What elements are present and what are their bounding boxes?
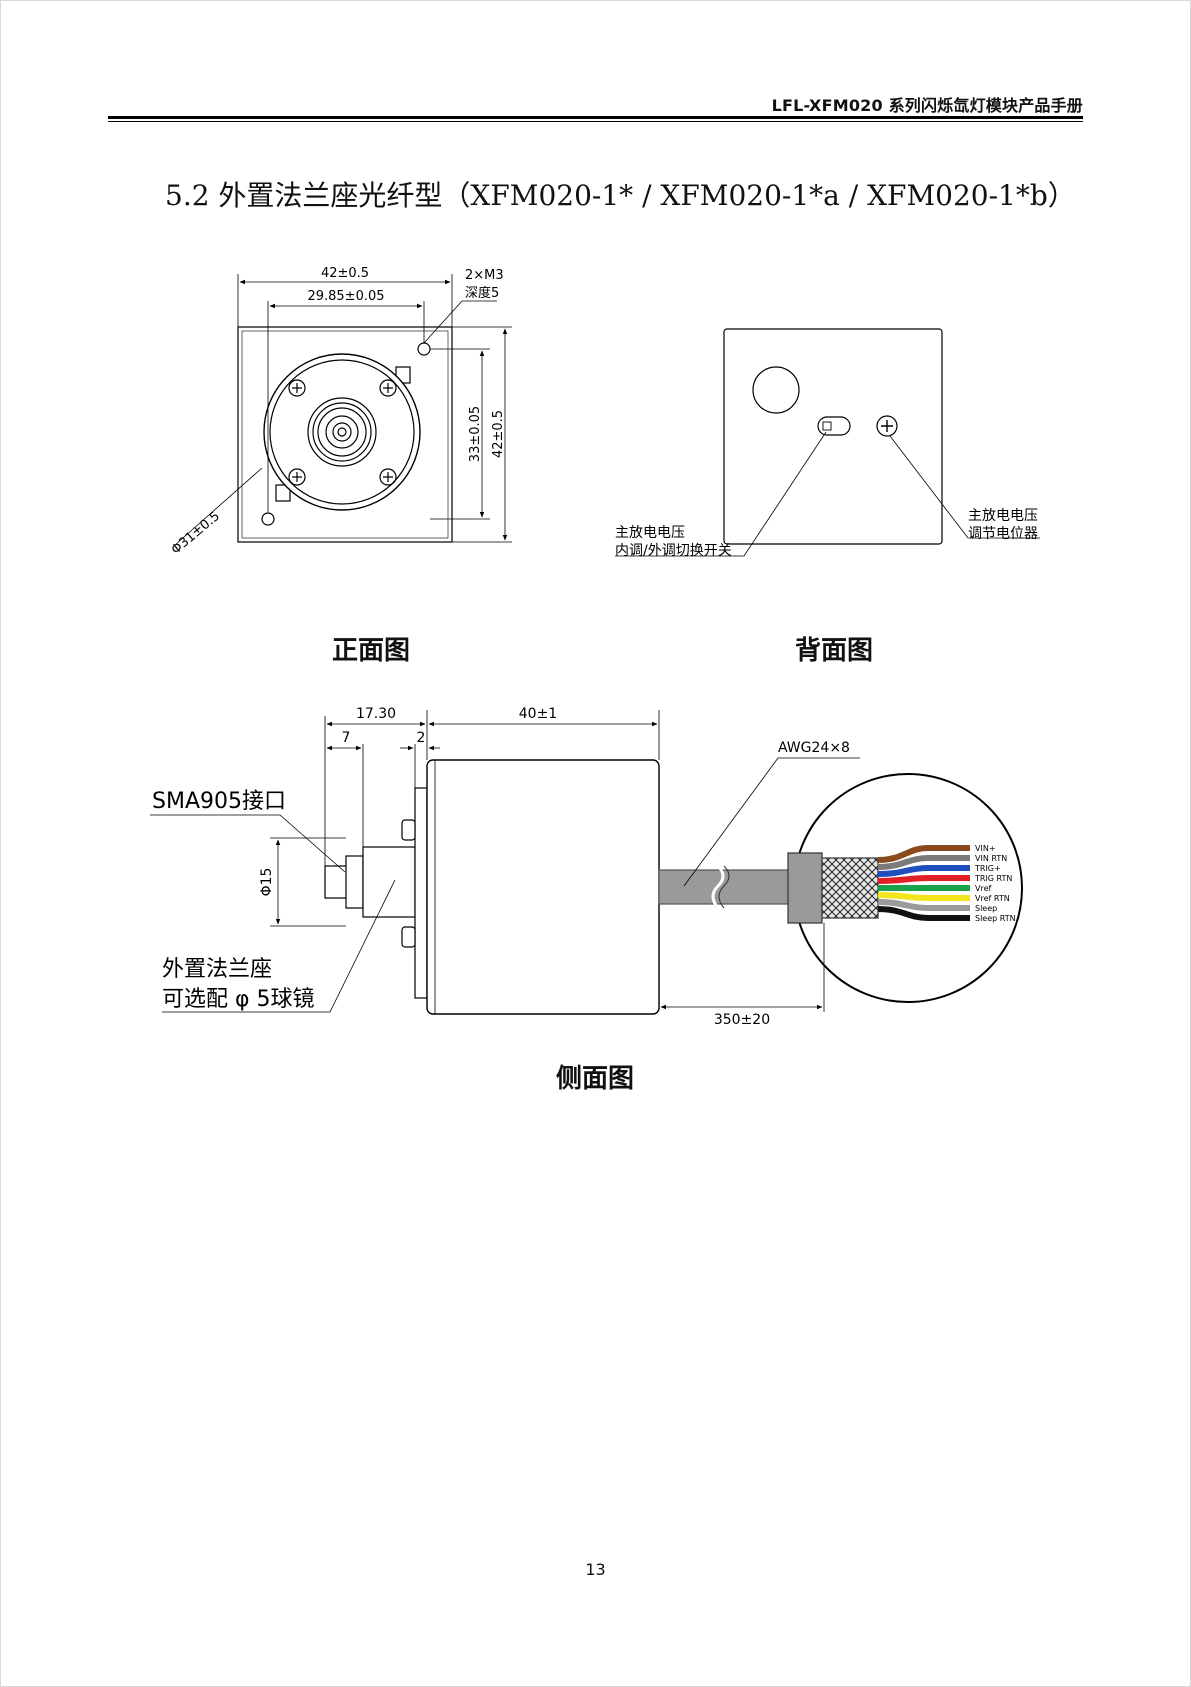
side-dimensions: [150, 710, 860, 1013]
header-rule-thick: [108, 116, 1083, 119]
dim-cable-label: 350±20: [714, 1012, 770, 1028]
header-rule-thin: [108, 121, 1083, 122]
flange-label-line2: 可选配 φ 5球镜: [162, 987, 315, 1012]
dim-small-label: 2: [417, 730, 426, 746]
dim-left-label: 7: [342, 730, 351, 746]
dim-height-inner-label: 33±0.05: [468, 406, 483, 462]
wire-label: Vref RTN: [975, 894, 1010, 903]
front-view-drawing: [237, 326, 453, 543]
section-title: 5.2 外置法兰座光纤型（XFM020-1* / XFM020-1*a / XF…: [165, 179, 1076, 212]
wire-label: Sleep: [975, 904, 997, 913]
screw-note-line1: 2×M3: [465, 268, 504, 283]
wire-label: VIN RTN: [975, 854, 1007, 863]
wire-3: [877, 875, 970, 884]
dim-diameter-side-label: Φ15: [259, 868, 275, 897]
wire-6: [877, 899, 970, 911]
wire-1: [877, 855, 970, 870]
wire-5: [877, 892, 970, 901]
page-number: 13: [585, 1560, 606, 1579]
dim-body-label: 40±1: [519, 706, 557, 722]
pot-label-line1: 主放电电压: [968, 508, 1038, 524]
back-view-drawing: [723, 328, 943, 545]
side-view-caption: 侧面图: [556, 1064, 635, 1094]
wire-label: TRIG+: [974, 864, 1001, 873]
front-dimensions: [174, 274, 512, 546]
dim-height-outer-label: 42±0.5: [491, 410, 506, 458]
connector-label: SMA905接口: [152, 789, 286, 814]
cable-spec-label: AWG24×8: [778, 740, 850, 756]
dim-width-label: 42±0.5: [321, 266, 369, 281]
wire-label: VIN+: [975, 844, 996, 853]
wire-label: TRIG RTN: [974, 874, 1012, 883]
back-view-caption: 背面图: [795, 636, 874, 666]
screw-note-line2: 深度5: [465, 285, 499, 301]
header-title: LFL-XFM020 系列闪烁氙灯模块产品手册: [771, 96, 1083, 115]
front-view-caption: 正面图: [332, 636, 411, 666]
wire-label: Vref: [975, 884, 992, 893]
drawing-canvas: 42±0.5 29.85±0.05 2×M3 深度5 33±0.05 42±0.…: [150, 266, 1040, 1028]
dim-diameter-label: Φ31±0.5: [169, 509, 223, 558]
pot-label-line2: 调节电位器: [968, 526, 1038, 542]
dim-hole-spacing-label: 29.85±0.05: [307, 289, 384, 304]
wire-label: Sleep RTN: [975, 914, 1016, 923]
switch-label-line1: 主放电电压: [615, 525, 685, 541]
switch-label-line2: 内调/外调切换开关: [615, 542, 732, 559]
wire-7: [877, 906, 970, 921]
flange-label-line1: 外置法兰座: [162, 957, 272, 982]
back-leaders: [615, 431, 1040, 557]
dim-total-label: 17.30: [356, 706, 396, 722]
wire-0: [877, 845, 970, 863]
wire-2: [877, 865, 970, 877]
